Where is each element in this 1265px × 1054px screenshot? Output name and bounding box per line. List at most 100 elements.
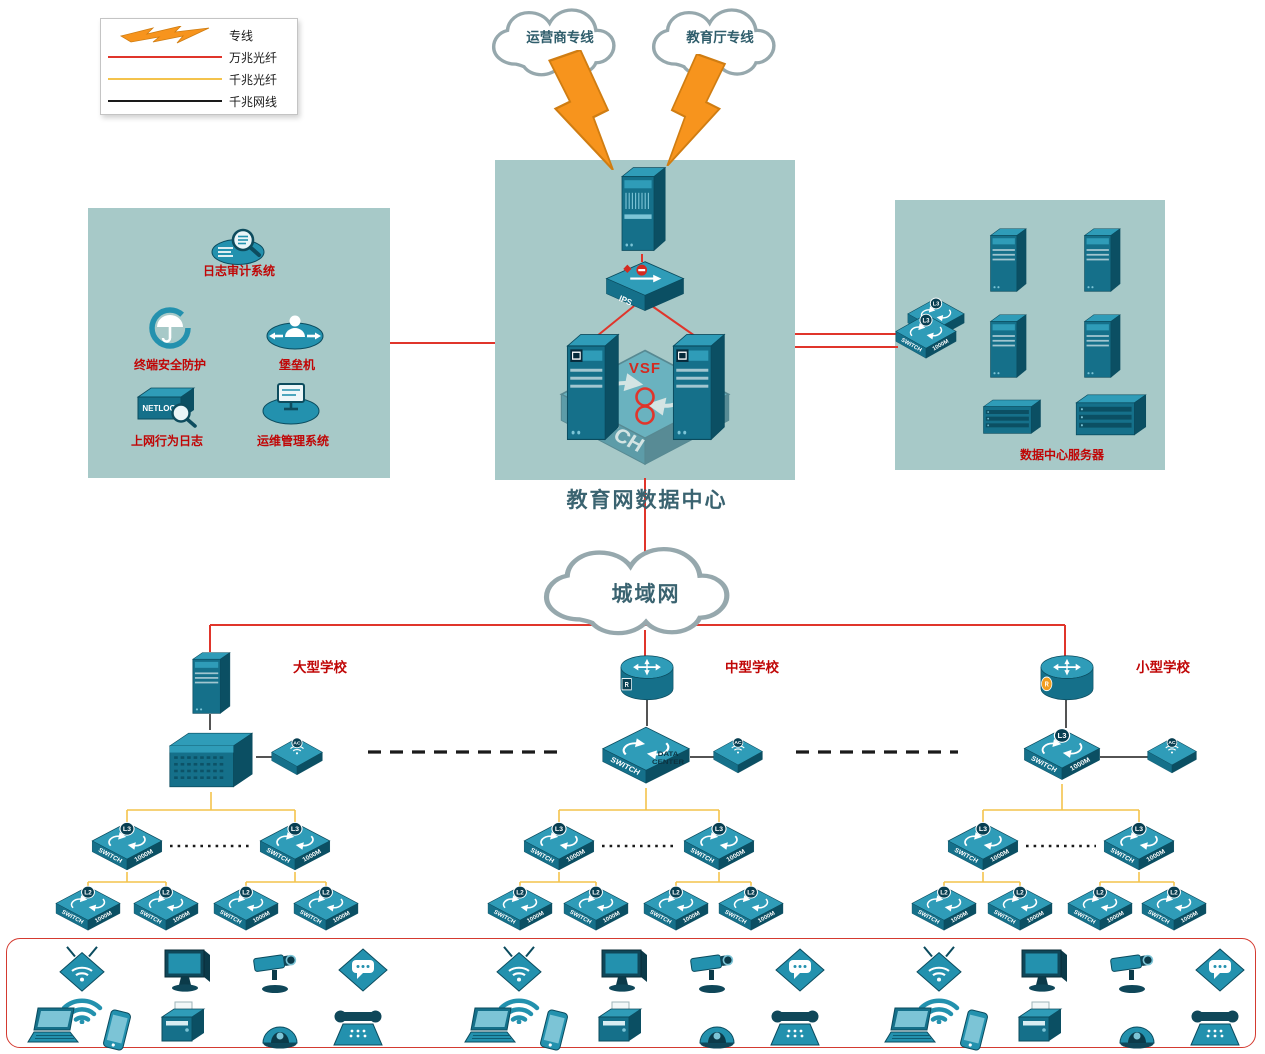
svg-text:L2: L2	[940, 890, 948, 897]
svg-text:L3: L3	[1135, 826, 1143, 833]
yellow-line-swatch	[101, 78, 229, 80]
endpoint-printer-icon-group3	[1011, 1000, 1067, 1048]
dc-server-2	[1078, 226, 1124, 294]
endpoint-chatdev-icon-group3	[1193, 946, 1247, 992]
endpoint-monitor-icon-group1	[160, 946, 214, 996]
svg-text:L2: L2	[322, 890, 330, 897]
svg-text:L3: L3	[123, 826, 131, 833]
endpoint-ap-icon-group1	[56, 944, 108, 994]
lightning-bolt-edu	[650, 54, 728, 166]
dc-rack-2	[1072, 390, 1150, 438]
legend-item-1g-copper: 千兆网线	[101, 90, 297, 112]
endpoint-tel-icon-group3	[1185, 1004, 1245, 1050]
endpoint-dome-icon-group3	[1111, 1006, 1163, 1050]
endpoint-cam-icon-group2	[685, 948, 739, 994]
netlog-icon: NETLOG	[132, 384, 200, 430]
legend-label: 万兆光纤	[229, 50, 278, 65]
label-log-audit: 日志审计系统	[202, 264, 276, 278]
label-ops-mgmt: 运维管理系统	[256, 434, 330, 448]
label-terminal-security: 终端安全防护	[133, 358, 207, 372]
svg-text:L2: L2	[592, 890, 600, 897]
legend: 专线 万兆光纤 千兆光纤 千兆网线	[100, 18, 298, 115]
endpoint-cam-icon-group1	[248, 948, 302, 994]
core-server-1	[558, 330, 624, 444]
bastion-host-icon	[264, 310, 326, 354]
label-medium-school: 中型学校	[725, 660, 779, 675]
legend-label: 千兆光纤	[229, 72, 278, 87]
label-vsf: VSF	[628, 360, 662, 377]
svg-text:L3: L3	[933, 302, 940, 308]
endpoint-phone-icon-group3	[949, 1008, 999, 1052]
large-school-ac: AC	[270, 736, 324, 778]
lightning-icon	[101, 26, 229, 44]
legend-item-dedicated-line: 专线	[101, 24, 297, 46]
cloud-label-edu: 教育厅专线	[686, 30, 754, 45]
link-10g-fiber	[596, 305, 635, 337]
endpoint-printer-icon-group2	[591, 1000, 647, 1048]
core-firewall	[614, 164, 670, 254]
endpoint-tel-icon-group1	[328, 1004, 388, 1050]
endpoint-chatdev-icon-group2	[773, 946, 827, 992]
endpoint-dome-icon-group1	[254, 1006, 306, 1050]
legend-label: 专线	[229, 28, 254, 43]
endpoint-laptop-icon-group1	[26, 1004, 84, 1048]
label-small-school: 小型学校	[1136, 660, 1190, 675]
endpoint-ap-icon-group3	[913, 944, 965, 994]
cloud-man	[532, 544, 760, 640]
core-server-2	[664, 330, 730, 444]
svg-text:L3: L3	[715, 826, 723, 833]
dc-server-4	[1078, 312, 1124, 380]
medium-school-router: R	[618, 652, 676, 702]
vsf-link-symbol	[632, 386, 658, 426]
log-audit-icon	[210, 220, 268, 266]
endpoint-dome-icon-group2	[691, 1006, 743, 1050]
endpoint-tel-icon-group2	[765, 1004, 825, 1050]
label-bastion-host: 堡垒机	[278, 358, 316, 372]
cloud-label-isp: 运营商专线	[526, 30, 594, 45]
label-large-school: 大型学校	[293, 660, 347, 675]
red-line-swatch	[101, 56, 229, 58]
svg-text:IPS: IPS	[618, 293, 634, 308]
medium-school-ac: AC	[712, 736, 764, 776]
lightning-bolt-isp	[546, 50, 632, 170]
svg-text:L2: L2	[672, 890, 680, 897]
endpoint-phone-icon-group2	[529, 1008, 579, 1052]
link-10g-fiber	[651, 305, 696, 337]
label-netlog: 上网行为日志	[130, 434, 204, 448]
small-school-router: R	[1038, 652, 1096, 702]
dc-rack-1	[980, 396, 1044, 436]
endpoint-cam-icon-group3	[1105, 948, 1159, 994]
black-line-swatch	[101, 100, 229, 102]
svg-text:L2: L2	[1170, 890, 1178, 897]
dc-server-1	[984, 226, 1030, 294]
svg-text:L3: L3	[922, 318, 930, 324]
endpoint-phone-icon-group1	[92, 1008, 142, 1052]
svg-text:L2: L2	[162, 890, 170, 897]
svg-text:NETLOG: NETLOG	[142, 404, 175, 413]
svg-text:L2: L2	[1016, 890, 1024, 897]
endpoint-laptop-icon-group3	[883, 1004, 941, 1048]
endpoint-monitor-icon-group3	[1017, 946, 1071, 996]
svg-text:R: R	[625, 682, 629, 690]
endpoint-devices-box	[6, 938, 1256, 1048]
svg-text:L3: L3	[291, 826, 299, 833]
cloud-label-man: 城域网	[611, 582, 681, 606]
endpoint-printer-icon-group1	[154, 1000, 210, 1048]
dc-server-3	[984, 312, 1030, 380]
legend-item-1g-fiber: 千兆光纤	[101, 68, 297, 90]
endpoint-ap-icon-group2	[493, 944, 545, 994]
